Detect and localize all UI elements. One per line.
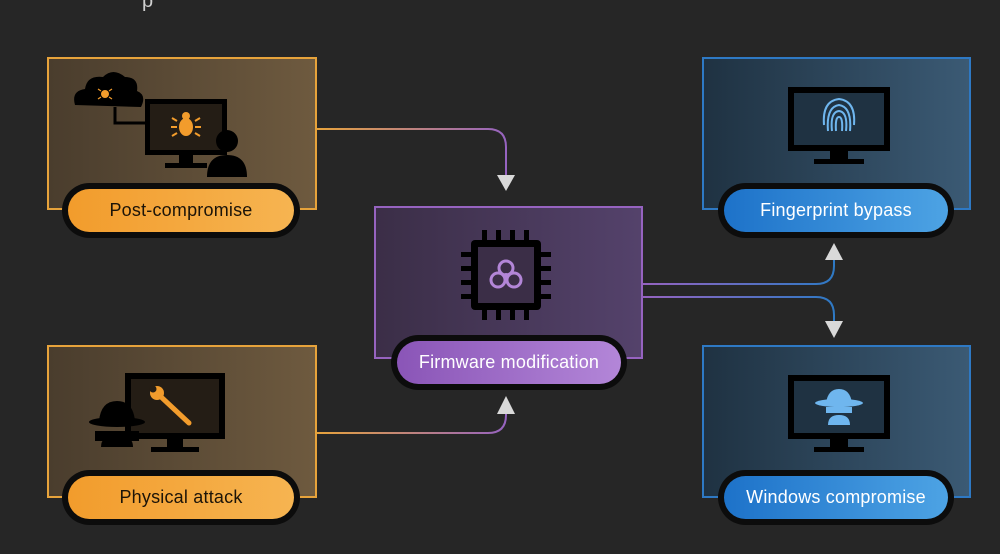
firmware-modification-pill: Firmware modification [391,335,627,390]
physical-attack-label: Physical attack [68,476,294,519]
physical-attack-pill: Physical attack [62,470,300,525]
fingerprint-bypass-pill: Fingerprint bypass [718,183,954,238]
post-compromise-label: Post-compromise [68,189,294,232]
fingerprint-monitor-icon [788,87,890,164]
windows-compromise-pill: Windows compromise [718,470,954,525]
arrow-down-firmware-icon [497,175,515,191]
arrow-up-firmware-icon [497,396,515,414]
arrow-up-fingerprint-icon [825,243,843,260]
firmware-modification-node [374,206,643,359]
windows-compromise-label: Windows compromise [724,476,948,519]
firmware-modification-label: Firmware modification [397,341,621,384]
cropped-title-fragment: p [142,0,154,12]
edge-firmware-to-fingerprint [642,258,835,285]
infected-computer-icon [74,72,247,177]
post-compromise-pill: Post-compromise [62,183,300,238]
attacker-wrench-computer-icon [89,373,225,452]
edge-post-to-firmware [316,128,507,178]
arrow-down-windows-icon [825,321,843,338]
biohazard-chip-icon [461,230,551,320]
fingerprint-bypass-label: Fingerprint bypass [724,189,948,232]
edge-physical-to-firmware [316,405,507,434]
edge-firmware-to-windows [642,296,835,322]
spy-monitor-icon [788,375,890,452]
